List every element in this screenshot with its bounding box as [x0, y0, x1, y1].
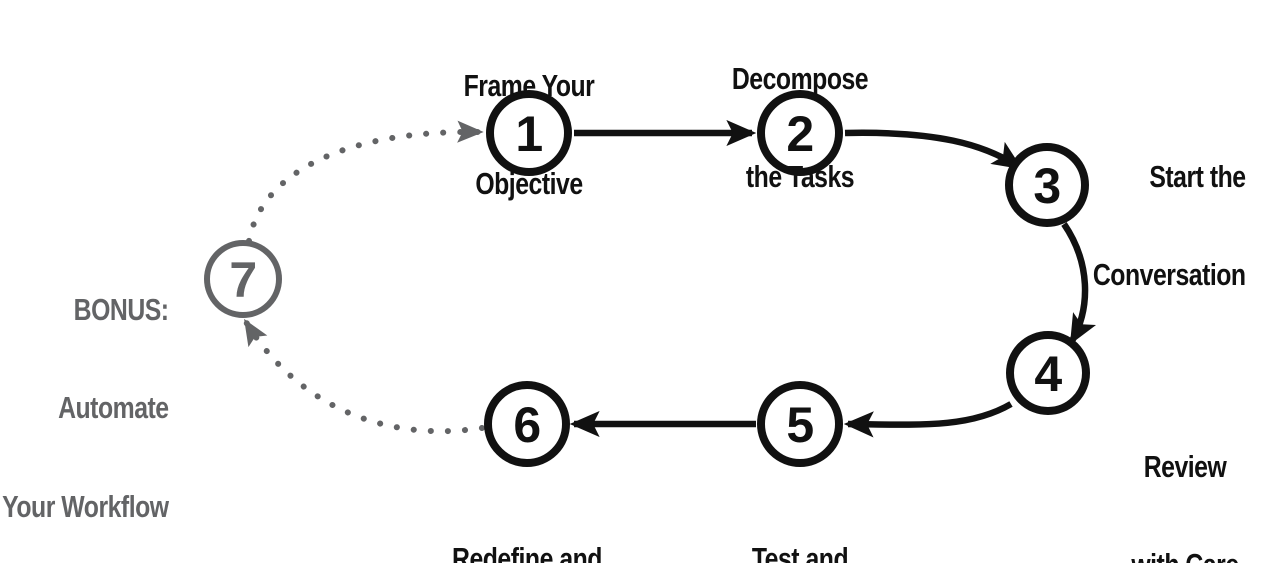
node-circle-5[interactable]	[757, 381, 843, 467]
connector-6-to-7	[243, 318, 485, 435]
node-label-2: Decompose the Tasks	[680, 0, 920, 260]
node-circle-3[interactable]	[1005, 143, 1089, 227]
node-circle-6[interactable]	[484, 381, 570, 467]
node-number-4: 4	[1034, 346, 1062, 402]
node-label-4: Review with Care	[1065, 385, 1282, 563]
node-circle-2[interactable]	[757, 90, 843, 176]
node-label-7: BONUS: Automate Your Workflow	[0, 228, 169, 563]
node-label-3-line2: Conversation	[1092, 257, 1246, 293]
node-label-4-line2: with Care	[1065, 548, 1282, 563]
node-label-3-line1: Start the	[1149, 158, 1246, 194]
node-label-6-line1: Redefine and	[452, 540, 602, 563]
node-number-7: 7	[229, 252, 256, 308]
node-circle-1[interactable]	[486, 90, 572, 176]
node-number-1: 1	[515, 106, 542, 162]
node-label-3: Start the Conversation	[938, 95, 1246, 358]
node-circle-7[interactable]	[204, 240, 282, 318]
node-label-7-line1: BONUS:	[73, 291, 169, 327]
node-label-5-line1: Test and	[751, 540, 849, 563]
node-label-5: Test and Verify	[680, 477, 920, 563]
node-label-2-line2: the Tasks	[745, 159, 855, 195]
node-number-5: 5	[786, 397, 813, 453]
node-label-6: Redefine and Iterate	[407, 477, 647, 563]
node-label-7-line3: Your Workflow	[2, 488, 169, 524]
node-label-1-line2: Objective	[475, 166, 583, 202]
node-label-1: Frame Your Objective	[409, 4, 649, 267]
connector-2-to-3	[844, 129, 1023, 170]
node-label-2-line1: Decompose	[731, 60, 869, 96]
connector-3-to-4	[1061, 222, 1097, 345]
node-number-2: 2	[786, 106, 813, 162]
node-circle-4[interactable]	[1006, 331, 1090, 415]
connector-4-to-5	[843, 401, 1013, 438]
node-number-3: 3	[1033, 158, 1060, 214]
node-label-4-line1: Review	[1143, 448, 1227, 484]
node-number-6: 6	[513, 397, 540, 453]
node-label-1-line1: Frame Your	[463, 67, 595, 103]
node-label-7-line2: Automate	[58, 390, 169, 426]
